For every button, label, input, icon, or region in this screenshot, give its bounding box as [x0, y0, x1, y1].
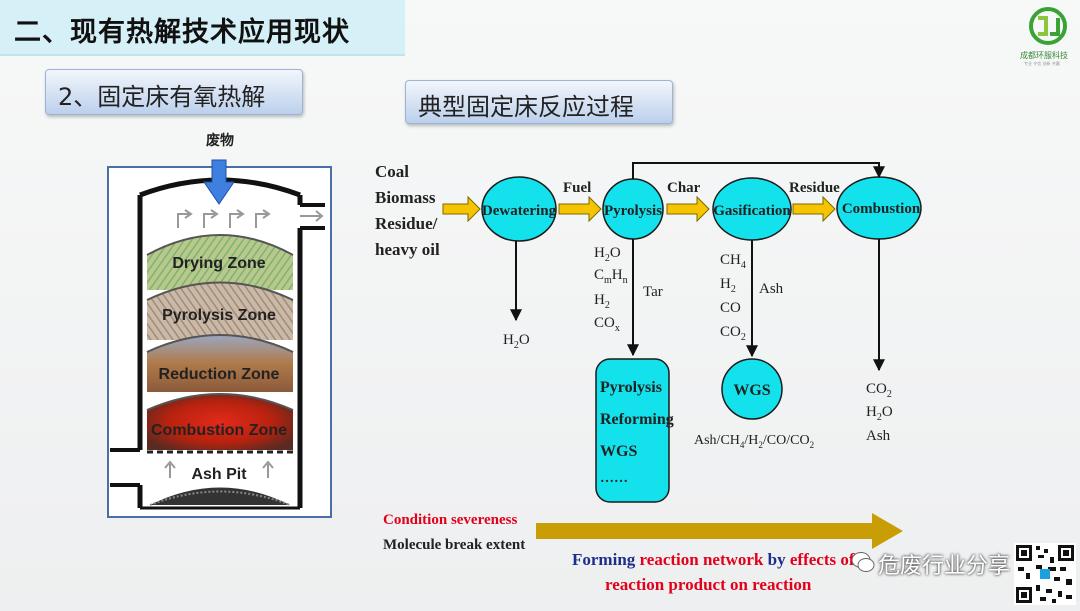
tar-processing-box	[595, 358, 670, 503]
gas-product-h2: H2	[720, 276, 736, 295]
flow-chart: Coal Biomass Residue/ heavy oil Dewateri…	[375, 162, 922, 503]
zone-label-reduction: Reduction Zone	[159, 366, 280, 383]
wgs-output: Ash/CH4/H2/CO/CO2	[694, 433, 814, 450]
drying-zone-fill	[147, 235, 293, 290]
zone-label-drying: Drying Zone	[172, 255, 265, 272]
bypass-connector	[632, 162, 885, 179]
combustion-product-co2: CO2	[866, 381, 892, 400]
gas-flow-arrows	[164, 209, 324, 478]
combustion-zone-fill	[147, 394, 293, 450]
pyrolysis-product-cox: COx	[594, 315, 620, 334]
tar-box-line3: WGS	[600, 443, 637, 460]
subtitle-box: 2、固定床有氧热解	[45, 69, 303, 115]
molecule-break-text: Molecule break extent	[383, 537, 525, 553]
yellow-arrow-fuel	[558, 195, 602, 223]
wechat-icon	[851, 552, 875, 572]
node-pyrolysis-label: Pyrolysis	[604, 203, 662, 219]
node-gasification-label: Gasification	[713, 203, 791, 219]
slide-title: 二、现有热解技术应用现状	[14, 17, 350, 48]
node-dewatering-label: Dewatering	[482, 203, 557, 219]
edge-label-residue: Residue	[789, 180, 840, 196]
company-logo-icon	[1029, 7, 1067, 45]
qr-code-icon	[1014, 543, 1076, 605]
combustion-product-h2o: H2O	[866, 404, 893, 423]
zone-label-ash-pit: Ash Pit	[191, 466, 247, 483]
feed-label: 废物	[206, 132, 234, 149]
node-dewatering	[481, 176, 557, 242]
gas-product-ch4: CH4	[720, 252, 746, 271]
yellow-arrow-residue	[792, 195, 836, 223]
watermark-text: 危废行业分享	[878, 554, 1011, 579]
dewatering-product: H2O	[503, 332, 530, 351]
combustion-product-ash: Ash	[866, 428, 891, 444]
process-title-text: 典型固定床反应过程	[418, 93, 634, 121]
edge-label-fuel: Fuel	[563, 180, 591, 196]
gas-product-co: CO	[720, 300, 741, 316]
ash-label: Ash	[759, 281, 784, 297]
pyrolysis-product-cmhn: CmHn	[594, 267, 628, 286]
tar-label: Tar	[643, 284, 663, 300]
pyrolysis-product-h2o: H2O	[594, 245, 621, 264]
condition-severeness-text: Condition severeness	[383, 512, 517, 528]
subtitle-text: 2、固定床有氧热解	[58, 83, 266, 111]
node-wgs	[721, 358, 783, 420]
reactor-illustration: 废物 Drying Zone Pyrolysis Zone Reduction …	[107, 132, 332, 518]
gas-product-co2: CO2	[720, 324, 746, 343]
input-coal: Coal	[375, 162, 409, 181]
node-combustion-label: Combustion	[842, 201, 921, 217]
network-line1: Forming reaction network by effects of	[572, 550, 855, 569]
network-line2: reaction product on reaction	[605, 575, 812, 594]
feed-arrow-icon	[203, 159, 235, 205]
logo-name: 成都环服科技	[1020, 51, 1068, 60]
pyrolysis-product-h2: H2	[594, 292, 610, 311]
input-heavy-oil: heavy oil	[375, 240, 440, 259]
zone-label-combustion: Combustion Zone	[151, 422, 287, 439]
yellow-arrow-input	[442, 195, 481, 223]
tar-box-line2: Reforming	[600, 411, 674, 428]
reduction-zone-fill	[147, 335, 293, 392]
severity-arrow	[536, 513, 903, 549]
tar-box-line1: Pyrolysis	[600, 379, 662, 396]
logo-tagline: 专业 守信 创新 共赢	[1024, 61, 1060, 66]
pyrolysis-zone-fill	[147, 282, 293, 340]
tar-box-line4: ……	[600, 471, 628, 486]
input-biomass: Biomass	[375, 188, 436, 207]
title-bar: 二、现有热解技术应用现状	[0, 0, 405, 56]
process-title-box: 典型固定床反应过程	[405, 80, 673, 124]
yellow-arrow-char	[666, 195, 710, 223]
input-residue: Residue/	[375, 214, 438, 233]
ash-heap	[150, 487, 290, 505]
node-wgs-label: WGS	[733, 382, 770, 399]
edge-label-char: Char	[667, 180, 701, 196]
severity-legend: Condition severeness Molecule break exte…	[383, 512, 903, 594]
zone-label-pyrolysis: Pyrolysis Zone	[162, 307, 276, 324]
